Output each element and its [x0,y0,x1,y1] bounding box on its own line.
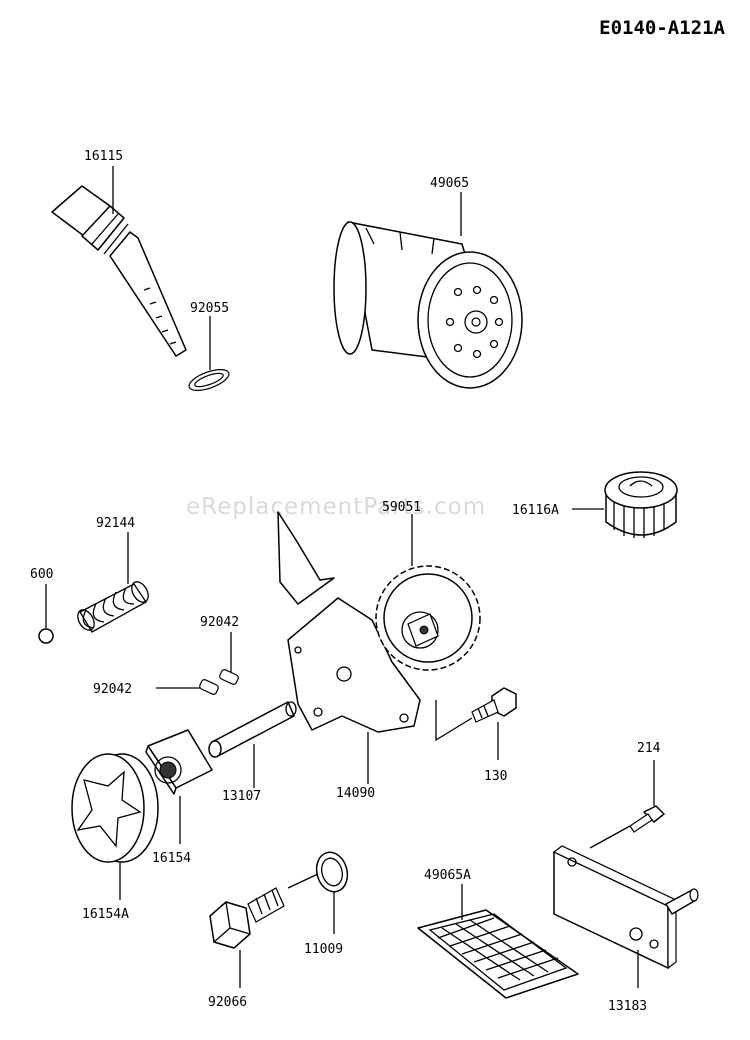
plate-part[interactable] [552,825,699,970]
oil-filter-part[interactable] [333,221,523,389]
part-label-49065: 49065 [430,176,469,191]
part-label-16154: 16154 [152,851,191,866]
inner-rotor-part[interactable] [145,729,213,795]
part-label-13107: 13107 [222,789,261,804]
part-label-49065A: 49065A [424,868,471,883]
part-label-11009: 11009 [304,942,343,957]
part-label-59051: 59051 [382,500,421,515]
gear-part[interactable] [375,565,481,671]
watermark: eReplacementParts.com [186,494,486,520]
cap-part[interactable] [604,471,678,538]
shaft-part[interactable] [208,701,297,758]
part-label-16115: 16115 [84,149,123,164]
part-label-92042-upper: 92042 [200,615,239,630]
part-label-92144: 92144 [96,516,135,531]
pin-part-92042[interactable] [199,669,240,696]
bracket-part[interactable] [277,511,421,733]
part-label-14090: 14090 [336,786,375,801]
dipstick-part[interactable] [51,185,187,357]
part-label-600: 600 [30,567,53,582]
washer-part[interactable] [312,849,351,895]
part-label-92042-left: 92042 [93,682,132,697]
part-label-13183: 13183 [608,999,647,1014]
part-label-130: 130 [484,769,507,784]
screw-part-214[interactable] [629,805,665,833]
ball-600[interactable] [38,628,54,644]
spring-part[interactable] [74,579,151,633]
drain-plug-part[interactable] [209,887,285,949]
part-label-92055: 92055 [190,301,229,316]
screen-part[interactable] [417,909,579,999]
diagram-code: E0140-A121A [599,17,725,39]
part-label-214: 214 [637,741,661,756]
part-label-16116A: 16116A [512,503,559,518]
part-label-92066: 92066 [208,995,247,1010]
part-label-16154A: 16154A [82,907,129,922]
bolt-part-130[interactable] [471,687,517,723]
outer-rotor-part[interactable] [71,753,159,863]
